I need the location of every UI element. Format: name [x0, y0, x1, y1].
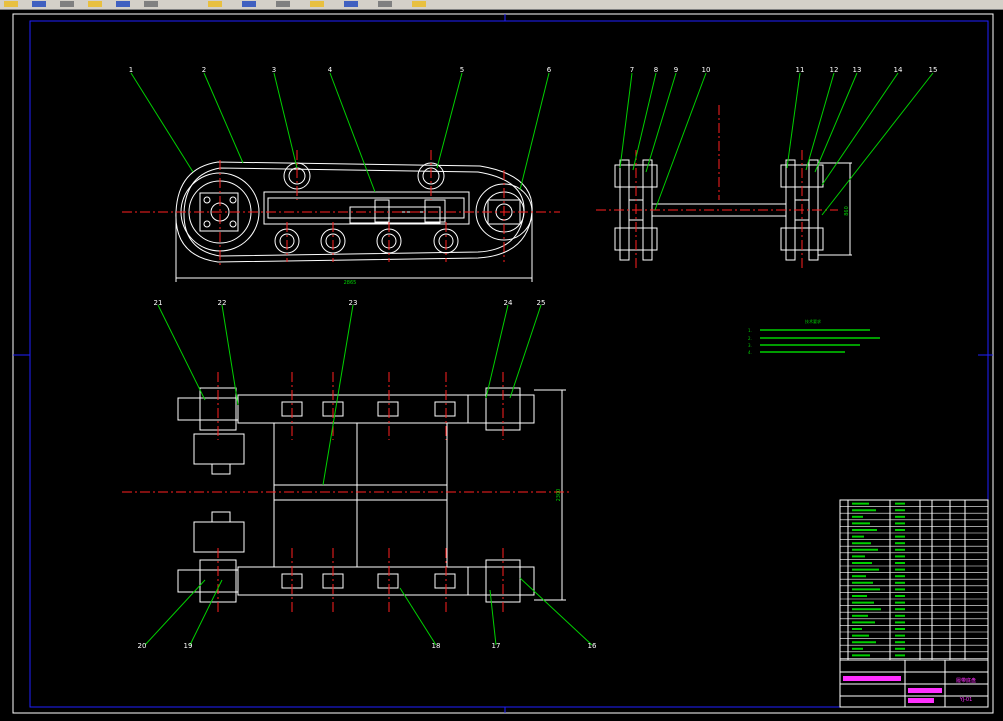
- technical-notes: 技术要求 1. 2. 3. 4.: [748, 318, 880, 355]
- balloon-14: 14: [894, 66, 903, 74]
- note-line-1: 1.: [748, 328, 752, 333]
- side-view-centerlines: [122, 150, 560, 268]
- balloon-7: 7: [630, 66, 634, 74]
- save-icon[interactable]: [32, 1, 46, 7]
- dimension-plan-width: 2300: [556, 489, 562, 502]
- balloon-16: 16: [588, 642, 597, 650]
- sheet-border-inner: [29, 20, 989, 708]
- balloon-24: 24: [504, 299, 513, 307]
- balloon-2: 2: [202, 66, 206, 74]
- notes-title: 技术要求: [805, 318, 821, 324]
- help-icon[interactable]: [412, 1, 426, 7]
- balloon-8: 8: [654, 66, 658, 74]
- copy-icon[interactable]: [116, 1, 130, 7]
- balloon-15: 15: [929, 66, 938, 74]
- balloon-3: 3: [272, 66, 276, 74]
- pan-icon[interactable]: [276, 1, 290, 7]
- balloon-5: 5: [460, 66, 464, 74]
- properties-icon[interactable]: [344, 1, 358, 7]
- note-line-2: 2.: [748, 336, 752, 341]
- layer-icon[interactable]: [378, 1, 392, 7]
- sheet-border-outer: [12, 13, 994, 714]
- balloon-19: 19: [184, 642, 193, 650]
- parts-list-text: [852, 502, 905, 657]
- drawing-name: 履带底盘: [956, 677, 976, 684]
- side-view-leaders: [130, 72, 550, 193]
- end-view-leaders: [619, 72, 934, 216]
- note-line-4: 4.: [748, 350, 752, 355]
- undo-icon[interactable]: [208, 1, 222, 7]
- plan-view-centerlines: [122, 372, 570, 612]
- balloon-6: 6: [547, 66, 552, 74]
- dimension-side-length: 2865: [344, 280, 357, 286]
- balloon-21: 21: [154, 299, 163, 307]
- drawing-canvas[interactable]: 2865 860: [0, 10, 1003, 717]
- cad-toolbar: [0, 0, 1003, 10]
- redo-icon[interactable]: [242, 1, 256, 7]
- balloon-4: 4: [328, 66, 333, 74]
- balloon-9: 9: [674, 66, 678, 74]
- drawing-number: YJ-01: [959, 697, 973, 703]
- cut-icon[interactable]: [88, 1, 102, 7]
- balloon-25: 25: [537, 299, 546, 307]
- note-line-3: 3.: [748, 343, 752, 348]
- balloon-1: 1: [129, 66, 133, 74]
- side-view: [175, 161, 533, 282]
- dimension-end-height: 860: [844, 206, 850, 216]
- parts-list-rows: [840, 506, 988, 659]
- paste-icon[interactable]: [144, 1, 158, 7]
- end-view-centerlines: [596, 105, 838, 270]
- balloon-13: 13: [853, 66, 862, 74]
- title-block: 履带底盘 YJ-01: [839, 659, 989, 708]
- balloon-18: 18: [432, 642, 441, 650]
- open-icon[interactable]: [4, 1, 18, 7]
- balloon-23: 23: [349, 299, 358, 307]
- plan-view: [177, 387, 566, 603]
- zoom-icon[interactable]: [310, 1, 324, 7]
- plan-view-leaders: [144, 304, 593, 646]
- balloon-10: 10: [702, 66, 711, 74]
- balloon-11: 11: [796, 66, 805, 74]
- print-icon[interactable]: [60, 1, 74, 7]
- balloon-17: 17: [492, 642, 501, 650]
- balloon-12: 12: [830, 66, 839, 74]
- balloon-22: 22: [218, 299, 227, 307]
- balloon-20: 20: [138, 642, 147, 650]
